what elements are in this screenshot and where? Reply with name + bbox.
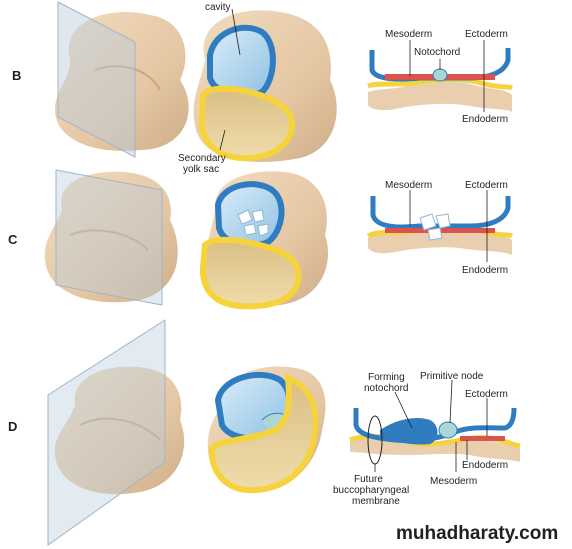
label-endoderm-d: Endoderm <box>462 460 508 471</box>
label-secondary-yolk-sac-2: yolk sac <box>183 164 219 175</box>
label-endoderm-c: Endoderm <box>462 265 508 276</box>
germ-layer-diagram-b <box>367 48 514 112</box>
label-endoderm-b: Endoderm <box>462 114 508 125</box>
yolk-sac-b <box>198 85 296 162</box>
row-c: C <box>8 169 514 310</box>
germ-layer-diagram-d <box>349 407 521 465</box>
cut-embryo-c <box>199 171 328 310</box>
yolk-sac-c <box>199 236 302 310</box>
row-letter-d: D <box>8 419 17 434</box>
label-ectoderm-d: Ectoderm <box>465 389 508 400</box>
label-notochord-b: Notochord <box>414 47 460 58</box>
label-primitive-node: Primitive node <box>420 371 484 382</box>
row-b: B cavity Secondary yolk sac M <box>12 1 514 175</box>
label-future-2: buccopharyngeal <box>333 485 409 496</box>
label-ectoderm-c: Ectoderm <box>465 180 508 191</box>
cut-embryo-d <box>207 366 326 494</box>
embryo-shape-c <box>44 171 178 303</box>
label-forming-notochord-2: notochord <box>364 383 408 394</box>
label-future-3: membrane <box>352 496 400 507</box>
embryo-shape-d <box>54 366 185 495</box>
row-letter-c: C <box>8 232 18 247</box>
label-future-1: Future <box>354 474 383 485</box>
label-mesoderm-b: Mesoderm <box>385 29 432 40</box>
label-mesoderm-c: Mesoderm <box>385 180 432 191</box>
yolk-sac-d <box>208 373 319 494</box>
section-plane-d <box>47 319 166 546</box>
germ-layer-diagram-c <box>366 196 514 255</box>
section-plane-b <box>57 1 136 158</box>
cut-embryo-b <box>193 10 337 162</box>
notochord-b <box>432 68 448 82</box>
label-mesoderm-d: Mesoderm <box>430 476 477 487</box>
label-ectoderm-b: Ectoderm <box>465 29 508 40</box>
row-d: D Forming notochord Primitive <box>8 319 521 546</box>
primitive-node-d <box>438 421 458 439</box>
watermark: muhadharaty.com <box>396 523 558 544</box>
label-forming-notochord-1: Forming <box>368 372 405 383</box>
label-cavity: cavity <box>205 2 231 13</box>
section-plane-c <box>55 169 163 306</box>
embryo-shape-b <box>55 12 189 151</box>
label-secondary-yolk-sac-1: Secondary <box>178 153 226 164</box>
amnion-b <box>207 24 276 99</box>
row-letter-b: B <box>12 68 21 83</box>
